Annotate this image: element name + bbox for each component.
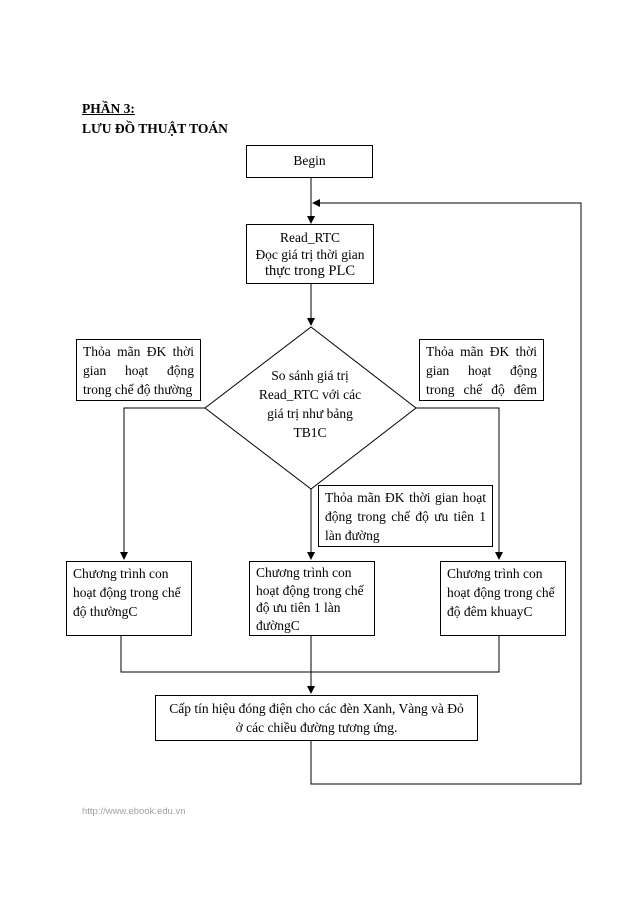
condition-night-box: Thỏa mãn ĐK thời gian hoạt động trong ch…: [419, 339, 544, 401]
merge-line: [120, 636, 500, 673]
read-rtc-line-1: Read_RTC: [280, 230, 340, 245]
decision-line-3: giá trị như bảng: [267, 406, 353, 421]
footer-url: http://www.ebook.edu.vn: [82, 806, 186, 817]
output-signal-line-2: ở các chiều đường tương ứng.: [235, 720, 398, 735]
part-heading: PHẦN 3:: [82, 101, 135, 116]
decision-line-2: Read_RTC với các: [258, 387, 362, 402]
condition-priority-line-3: làn đường: [325, 528, 380, 543]
condition-normal-line-2: gian hoạt động: [83, 363, 194, 378]
decision-text: So sánh giá trị Read_RTC với các giá trị…: [245, 366, 375, 442]
condition-priority-box: Thỏa mãn ĐK thời gian hoạt động trong ch…: [318, 485, 493, 547]
condition-priority-line-2: động trong chế độ ưu tiên 1: [325, 509, 486, 524]
condition-normal-line-3: trong chế độ thường: [83, 382, 193, 397]
night-program-line-3: độ đêm khuayC: [447, 604, 533, 619]
priority-program-line-3: độ ưu tiên 1 làn: [256, 600, 341, 615]
condition-normal-line-1: Thỏa mãn ĐK thời: [83, 344, 194, 359]
normal-program-box: Chương trình con hoạt động trong chế độ …: [66, 561, 192, 636]
condition-priority-line-1: Thỏa mãn ĐK thời gian hoạt: [325, 490, 486, 505]
condition-night-line-3: trong chế độ đêm: [426, 382, 537, 397]
output-signal-box: Cấp tín hiệu đóng điện cho các đèn Xanh,…: [155, 695, 478, 741]
arrow-to-normal-program: [120, 407, 205, 560]
condition-normal-box: Thỏa mãn ĐK thời gian hoạt động trong ch…: [76, 339, 201, 401]
begin-box: Begin: [246, 145, 373, 178]
loop-back-arrow: [310, 199, 582, 785]
priority-program-box: Chương trình con hoạt động trong chế độ …: [249, 561, 375, 636]
read-rtc-line-2: Đọc giá trị thời gian: [255, 247, 365, 262]
normal-program-line-3: độ thườngC: [73, 604, 138, 619]
night-program-line-1: Chương trình con: [447, 566, 543, 581]
priority-program-line-1: Chương trình con: [256, 565, 352, 580]
read-rtc-box: Read_RTC Đọc giá trị thời gian thực tron…: [246, 224, 374, 284]
priority-program-line-2: hoạt động trong chế: [256, 582, 364, 598]
decision-line-4: TB1C: [293, 425, 327, 440]
begin-label: Begin: [293, 153, 326, 168]
section-title: LƯU ĐỒ THUẬT TOÁN: [82, 121, 228, 136]
normal-program-line-2: hoạt động trong chế: [73, 585, 181, 600]
priority-program-line-4: đườngC: [256, 617, 300, 633]
night-program-box: Chương trình con hoạt động trong chế độ …: [440, 561, 566, 636]
condition-night-line-2: gian hoạt động: [426, 363, 537, 378]
arrow-to-night-program: [416, 407, 503, 560]
normal-program-line-1: Chương trình con: [73, 566, 169, 581]
decision-line-1: So sánh giá trị: [271, 368, 349, 383]
read-rtc-line-3: thực trong PLC: [264, 263, 356, 279]
output-signal-line-1: Cấp tín hiệu đóng điện cho các đèn Xanh,…: [169, 701, 464, 716]
condition-night-line-1: Thỏa mãn ĐK thời: [426, 344, 537, 359]
night-program-line-2: hoạt động trong chế: [447, 585, 555, 600]
